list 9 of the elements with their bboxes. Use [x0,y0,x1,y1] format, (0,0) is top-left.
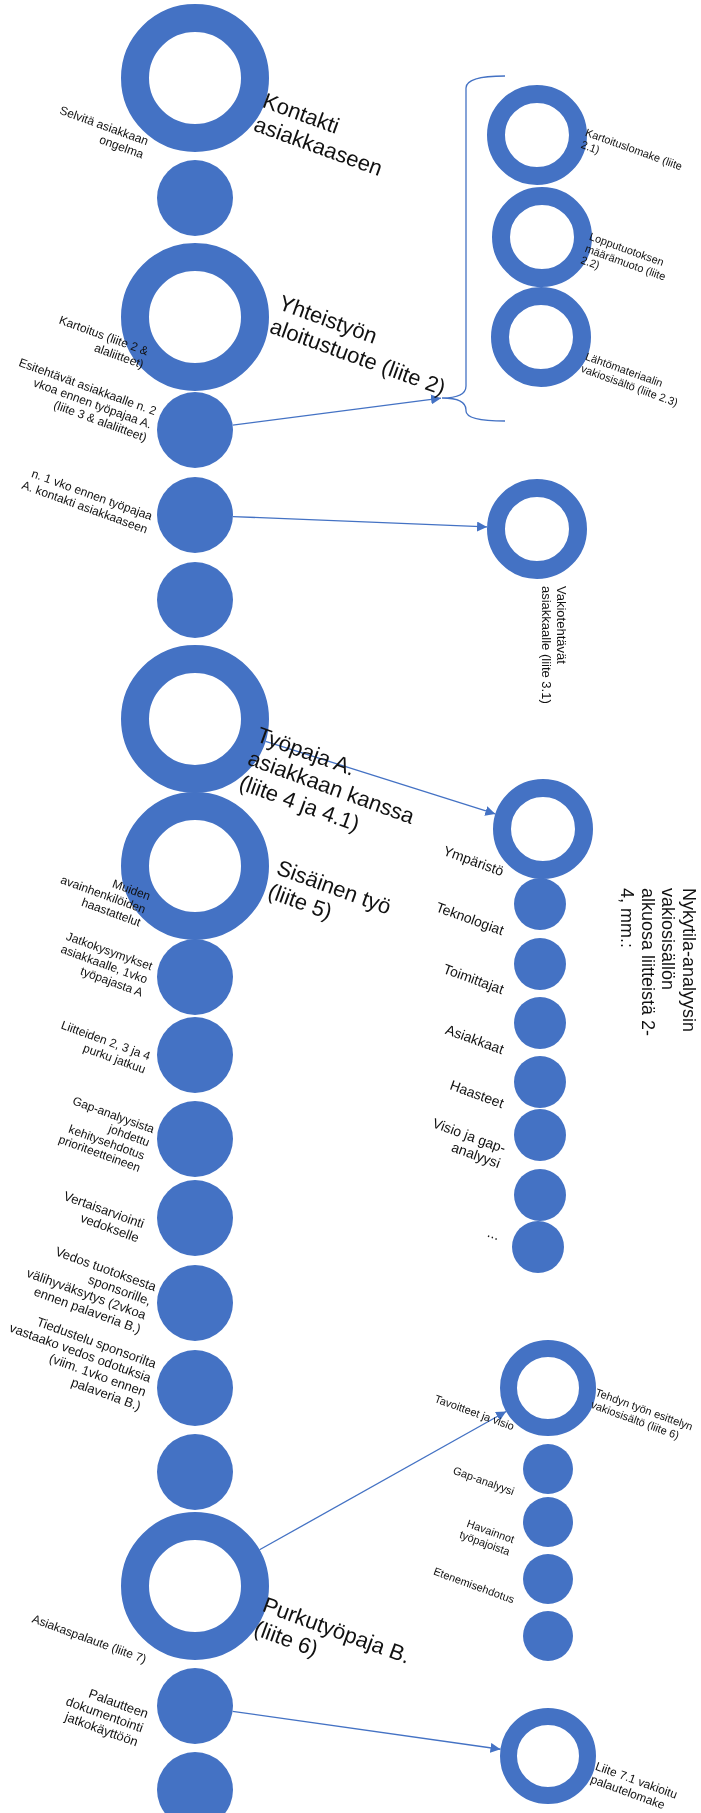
step-label: Vakiotehtävät asiakkaalle (liite 3.1) [538,586,568,706]
arrow [231,1710,502,1753]
arrow [258,1410,507,1551]
arrow [232,394,442,426]
step-label: ... [484,1223,502,1244]
arrow [264,740,496,816]
step-label: Visio ja gap-analyysi [429,1113,508,1172]
step-label: Nykytila-analyysin vakiosisällön alkuosa liitteistä 2-4, mm.: [616,888,699,1038]
arrow [232,515,488,532]
